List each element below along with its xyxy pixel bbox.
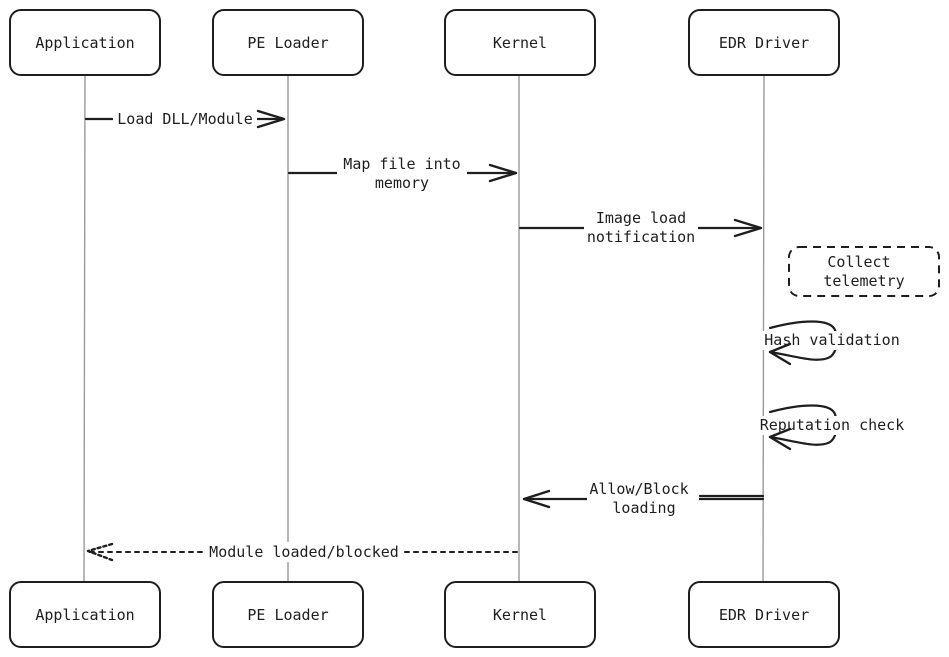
message-label-line-2: notification	[587, 228, 695, 246]
participant-label: Application	[35, 606, 134, 624]
arrow-left-icon	[768, 342, 792, 366]
participant-application-top: Application	[9, 9, 161, 76]
lifeline-application	[83, 74, 86, 583]
arrow-right-icon	[256, 109, 286, 129]
message-label-line-1: Image load	[596, 209, 686, 227]
message-label-line-2: memory	[375, 174, 429, 192]
message-load-dll: Load DLL/Module	[84, 109, 286, 129]
participant-label: PE Loader	[247, 606, 328, 624]
arrow-left-icon	[522, 489, 551, 509]
participant-label: EDR Driver	[719, 34, 809, 52]
message-label: Hash validation	[764, 331, 899, 349]
lifeline-edr-driver	[762, 74, 765, 583]
note-collect-telemetry: Collect telemetry	[788, 246, 940, 297]
participant-pe-loader-top: PE Loader	[212, 9, 364, 76]
note-label-line-2: telemetry	[823, 272, 904, 290]
participant-pe-loader-bottom: PE Loader	[212, 581, 364, 648]
message-module-loaded: Module loaded/blocked	[86, 542, 518, 562]
participant-label: Application	[35, 34, 134, 52]
message-label-line-1: Allow/Block	[589, 480, 688, 498]
message-label-line-2: loading	[612, 499, 675, 517]
participant-label: Kernel	[493, 34, 547, 52]
message-label: Load DLL/Module	[117, 110, 252, 128]
participant-kernel-bottom: Kernel	[444, 581, 596, 648]
message-hash-validation: Hash validation	[762, 320, 902, 366]
participant-edr-driver-bottom: EDR Driver	[688, 581, 840, 648]
arrow-left-icon	[86, 542, 114, 562]
participant-kernel-top: Kernel	[444, 9, 596, 76]
message-label-line-1: Map file into	[343, 155, 460, 173]
participant-edr-driver-top: EDR Driver	[688, 9, 840, 76]
message-allow-block: Allow/Block loading	[522, 480, 765, 518]
participant-label: PE Loader	[247, 34, 328, 52]
participant-application-bottom: Application	[9, 581, 161, 648]
message-label: Reputation check	[760, 416, 905, 434]
arrow-right-icon	[488, 163, 518, 183]
arrow-right-icon	[733, 218, 763, 238]
participant-label: Kernel	[493, 606, 547, 624]
message-reputation-check: Reputation check	[757, 404, 907, 451]
message-map-file: Map file into memory	[287, 154, 518, 194]
arrow-left-icon	[768, 427, 792, 451]
participant-label: EDR Driver	[719, 606, 809, 624]
note-label-line-1: Collect	[827, 253, 890, 271]
message-image-load: Image load notification	[518, 208, 763, 248]
message-label: Module loaded/blocked	[209, 543, 399, 561]
